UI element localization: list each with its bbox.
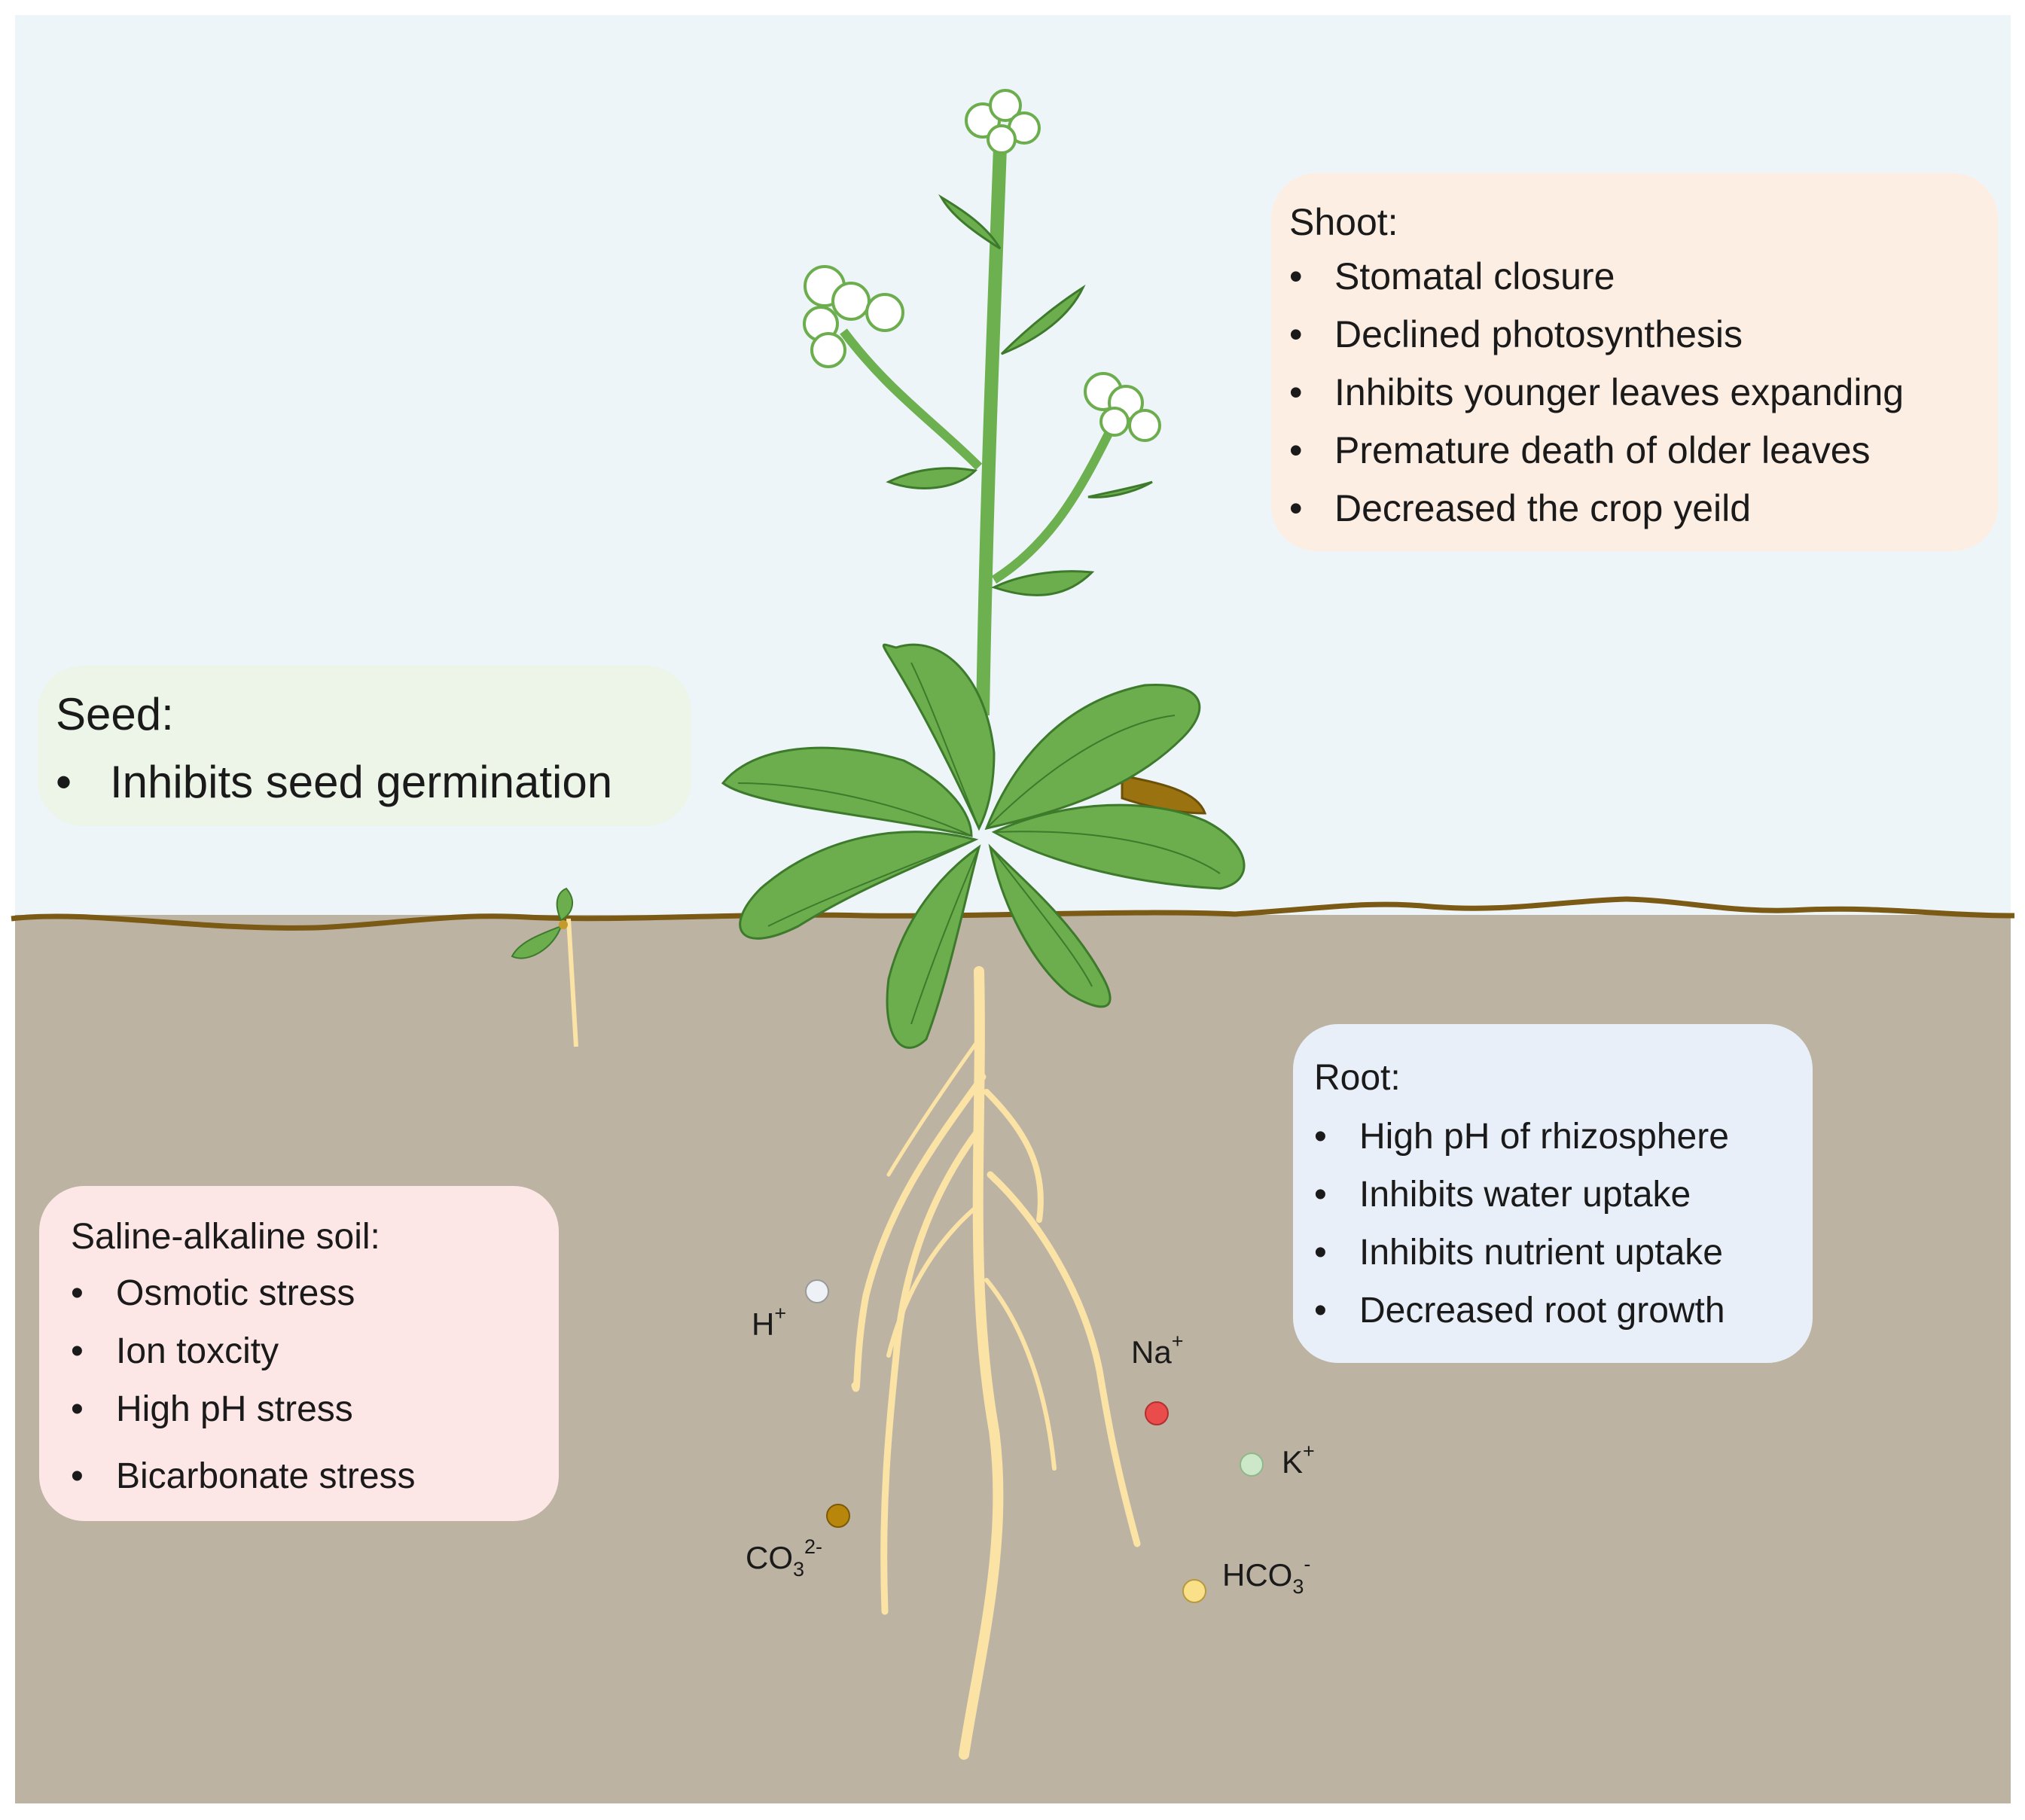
list-item: •Inhibits water uptake <box>1314 1175 1691 1215</box>
withered-leaf <box>1121 774 1207 815</box>
leaf-veins <box>737 662 1221 1025</box>
k-ion-label: K+ <box>1282 1440 1315 1480</box>
soil-stress-list: •Osmotic stress •Ion toxcity •High pH st… <box>71 1273 416 1514</box>
k-ion-dot <box>1240 1453 1264 1477</box>
leaf <box>886 844 981 1049</box>
leaf <box>991 570 1095 596</box>
leaf <box>886 467 978 489</box>
lateral-root <box>886 1203 981 1358</box>
hco3-ion-label: HCO3- <box>1222 1553 1311 1598</box>
seed-title: Seed: <box>56 689 174 739</box>
list-item: •Osmotic stress <box>71 1273 355 1313</box>
soil-title: Saline-alkaline soil: <box>71 1217 380 1257</box>
list-item: •Decreased root growth <box>1314 1291 1725 1331</box>
lateral-root <box>984 1089 1044 1223</box>
na-ion-label: Na+ <box>1131 1330 1184 1370</box>
leaf <box>1087 480 1153 498</box>
leaf <box>938 194 1002 250</box>
co3-ion-label: CO32- <box>746 1535 823 1581</box>
seed-effects-box: Seed: •Inhibits seed germination <box>38 666 691 826</box>
seedling-root <box>566 918 578 1047</box>
root-title: Root: <box>1314 1058 1401 1098</box>
list-item: •Inhibits younger leaves expanding <box>1289 371 1905 413</box>
list-item: •High pH of rhizosphere <box>1314 1117 1729 1157</box>
flower-cluster <box>1084 372 1161 442</box>
flower-cluster <box>803 265 904 368</box>
flower-cluster <box>965 89 1041 154</box>
list-item: •Stomatal closure <box>1289 255 1615 297</box>
seed-coat <box>559 920 568 929</box>
seedling <box>511 887 578 1047</box>
lateral-root <box>984 1278 1057 1471</box>
cauline-leaves <box>886 194 1153 596</box>
shoot-effects-box: Shoot: •Stomatal closure •Declined photo… <box>1271 173 1998 551</box>
seedling-leaf <box>511 925 563 959</box>
leaf <box>882 643 996 831</box>
list-item: •Bicarbonate stress <box>71 1456 416 1496</box>
lateral-root <box>851 1073 987 1392</box>
root-effects-box: Root: •High pH of rhizosphere •Inhibits … <box>1293 1024 1813 1363</box>
soil-stress-box: Saline-alkaline soil: •Osmotic stress •I… <box>39 1186 559 1521</box>
main-stem <box>976 146 1007 716</box>
co3-ion-dot <box>826 1504 850 1528</box>
h-ion-label: H+ <box>752 1302 787 1343</box>
seedling-leaf <box>556 887 573 922</box>
h-ion-dot <box>805 1279 829 1303</box>
list-item: •Premature death of older leaves <box>1289 429 1871 471</box>
lateral-root <box>886 1037 981 1177</box>
main-root <box>959 966 1004 1760</box>
branch-stem <box>840 328 983 471</box>
list-item: •Decreased the crop yeild <box>1289 487 1752 529</box>
seed-effects-list: •Inhibits seed germination <box>56 756 612 816</box>
root-effects-list: •High pH of rhizosphere •Inhibits water … <box>1314 1116 1729 1348</box>
shoot-title: Shoot: <box>1289 201 1398 243</box>
list-item: •High pH stress <box>71 1389 353 1429</box>
lateral-root <box>987 1171 1141 1547</box>
leaf <box>991 803 1246 890</box>
na-ion-dot <box>1145 1401 1169 1425</box>
shoot-effects-list: •Stomatal closure •Declined photosynthes… <box>1289 255 1904 544</box>
list-item: •Inhibits nutrient uptake <box>1314 1233 1723 1273</box>
lateral-root <box>880 1126 983 1615</box>
leaf <box>721 746 973 837</box>
hco3-ion-dot <box>1182 1579 1206 1603</box>
roots <box>851 966 1141 1760</box>
ground-line <box>11 896 2015 931</box>
list-item: •Inhibits seed germination <box>56 757 613 807</box>
list-item: •Declined photosynthesis <box>1289 313 1743 355</box>
list-item: •Ion toxcity <box>71 1331 279 1371</box>
leaf <box>1000 284 1086 355</box>
branch-stem <box>991 419 1119 584</box>
